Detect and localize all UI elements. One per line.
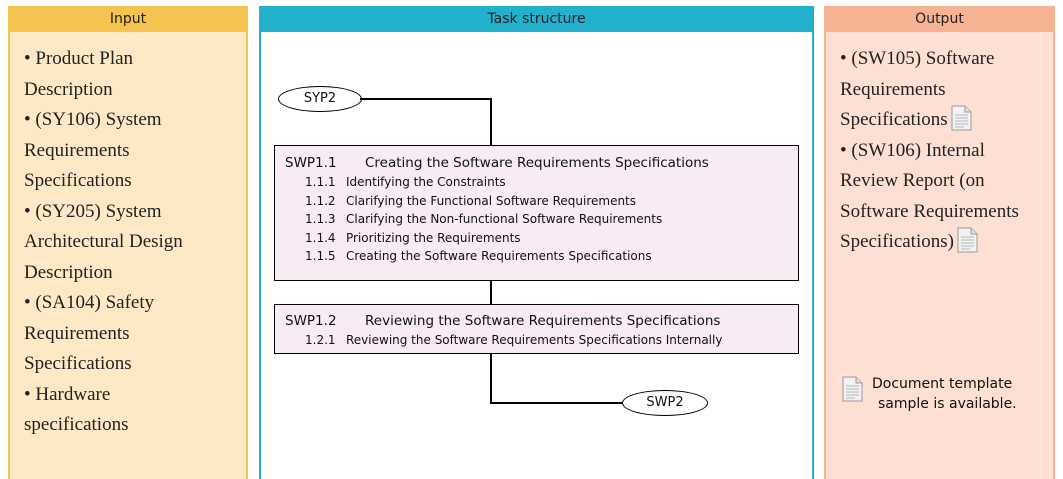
input-line: • (SY205) System	[24, 200, 162, 222]
input-body: • Product Plan Description • (SY106) Sys…	[8, 32, 248, 479]
input-line: • (SA104) Safety	[24, 292, 155, 313]
subtask-item: 1.1.5 Creating the Software Requirements …	[275, 247, 798, 266]
input-line: Specifications	[24, 170, 132, 191]
document-icon	[842, 376, 863, 402]
document-icon[interactable]	[957, 227, 978, 253]
subtask-num: 1.1.1	[305, 175, 336, 189]
subtask-item: 1.2.1 Reviewing the Software Requirements…	[275, 331, 798, 350]
connector-line	[490, 281, 492, 304]
output-line: Software Requirements	[840, 200, 1019, 222]
subtask-num: 1.2.1	[305, 333, 336, 347]
subtask-num: 1.1.5	[305, 249, 336, 263]
connector-line	[490, 98, 492, 146]
output-line-text: Specifications)	[840, 231, 954, 252]
input-line: Requirements	[24, 322, 130, 344]
input-column: Input • Product Plan Description • (SY10…	[8, 6, 248, 479]
output-line: • (SW106) Internal	[840, 139, 985, 161]
input-line: Architectural Design	[24, 231, 183, 252]
output-line: Specifications	[840, 105, 1039, 136]
input-header: Input	[8, 6, 248, 32]
subtask-item: 1.1.1 Identifying the Constraints	[275, 173, 798, 192]
output-header: Output	[824, 6, 1055, 32]
note-line: Document template	[872, 376, 1013, 392]
output-line-text: Specifications	[840, 109, 948, 130]
input-line: • Hardware	[24, 383, 111, 405]
subtask-num: 1.1.2	[305, 193, 336, 208]
output-line: Review Report (on	[840, 170, 985, 191]
output-list: • (SW105) Software Requirements Specific…	[840, 44, 1039, 258]
input-list: • Product Plan Description • (SY106) Sys…	[24, 44, 232, 441]
task-name: Reviewing the Software Requirements Spec…	[365, 313, 721, 329]
end-connector[interactable]: SWP2	[622, 390, 708, 416]
connector-line	[490, 402, 624, 404]
input-line: • (SY106) System	[24, 109, 162, 130]
output-column: Output • (SW105) Software Requirements S…	[824, 6, 1055, 479]
input-line: Requirements	[24, 139, 130, 161]
task-code: SWP1.1	[285, 155, 337, 171]
subtask-label: Identifying the Constraints	[346, 175, 506, 189]
input-line: Description	[24, 261, 113, 283]
task-header: Task structure	[259, 6, 814, 32]
subtask-list: 1.2.1 Reviewing the Software Requirements…	[275, 331, 798, 350]
task-name: Creating the Software Requirements Speci…	[365, 155, 709, 171]
subtask-item: 1.1.3 Clarifying the Non-functional Softw…	[275, 210, 798, 229]
subtask-label: Creating the Software Requirements Speci…	[346, 249, 652, 263]
output-line: Specifications)	[840, 227, 1039, 258]
subtask-num: 1.1.3	[305, 212, 336, 226]
subtask-label: Reviewing the Software Requirements Spec…	[346, 333, 723, 347]
start-connector[interactable]: SYP2	[278, 86, 362, 112]
connector-line	[360, 98, 491, 100]
connector-line	[490, 354, 492, 403]
input-line: Specifications	[24, 353, 132, 374]
input-line: Description	[24, 78, 113, 100]
subtask-label: Clarifying the Functional Software Requi…	[346, 193, 637, 208]
note-text: Document template sample is available.	[872, 374, 1017, 414]
task-title: SWP1.2 Reviewing the Software Requirement…	[275, 311, 798, 331]
output-line: Requirements	[840, 78, 946, 100]
subtask-num: 1.1.4	[305, 230, 336, 245]
document-icon[interactable]	[951, 105, 972, 131]
output-line: • (SW105) Software	[840, 48, 995, 69]
note-line: sample is available.	[878, 396, 1017, 412]
input-line: • Product Plan	[24, 48, 134, 69]
input-line: specifications	[24, 414, 129, 435]
subtask-item: 1.1.4 Prioritizing the Requirements	[275, 229, 798, 248]
subtask-item: 1.1.2 Clarifying the Functional Software …	[275, 192, 798, 211]
task-code: SWP1.2	[285, 313, 337, 329]
subtask-label: Prioritizing the Requirements	[346, 230, 521, 245]
output-body: • (SW105) Software Requirements Specific…	[824, 32, 1055, 479]
task-title: SWP1.1 Creating the Software Requirements…	[275, 153, 798, 173]
subtask-label: Clarifying the Non-functional Software R…	[346, 212, 663, 226]
